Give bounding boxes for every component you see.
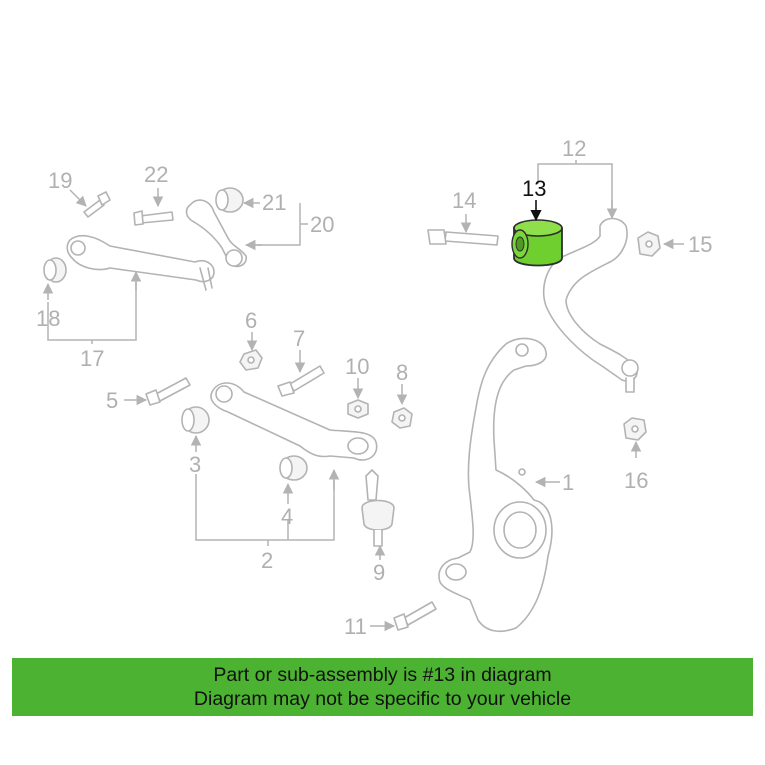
callout-5: 5 — [106, 388, 118, 413]
upper-arm-20 — [185, 199, 248, 268]
bushing-21 — [215, 187, 244, 213]
callout-17: 17 — [80, 346, 104, 371]
bolt-5 — [145, 377, 191, 406]
callout-9: 9 — [373, 560, 385, 585]
bushing-4 — [279, 455, 308, 481]
banner-line-2: Diagram may not be specific to your vehi… — [193, 688, 572, 710]
banner-line-1: Part or sub-assembly is #13 in diagram — [213, 664, 552, 686]
callout-8: 8 — [396, 360, 408, 385]
bushing-3 — [181, 406, 210, 434]
callout-12: 12 — [562, 136, 586, 161]
nut-6 — [239, 349, 263, 371]
callout-13[interactable]: 13 — [522, 176, 546, 201]
upper-control-arm-17 — [66, 234, 215, 291]
control-arm-12 — [542, 217, 639, 393]
nut-10 — [347, 399, 369, 419]
nut-16 — [623, 417, 647, 441]
callout-21: 21 — [262, 190, 286, 215]
leader-lines — [42, 160, 684, 632]
bushing-18 — [43, 257, 67, 283]
callout-6: 6 — [245, 308, 257, 333]
callout-10: 10 — [345, 354, 369, 379]
callout-numbers: 19 22 21 20 18 17 6 7 10 8 5 3 4 2 9 11 … — [36, 136, 712, 639]
ball-joint-9 — [361, 469, 395, 547]
steering-knuckle-1 — [438, 337, 553, 633]
callout-15: 15 — [688, 232, 712, 257]
callout-18: 18 — [36, 306, 60, 331]
nut-15 — [637, 231, 661, 257]
bolt-22 — [133, 210, 174, 226]
nut-8 — [391, 407, 413, 429]
callout-3: 3 — [189, 452, 201, 477]
callout-22: 22 — [144, 162, 168, 187]
lower-control-arm-2 — [210, 382, 378, 461]
callout-16: 16 — [624, 468, 648, 493]
callout-11: 11 — [344, 614, 367, 639]
bolt-14 — [427, 229, 499, 246]
callout-4: 4 — [281, 504, 293, 529]
callout-14: 14 — [452, 188, 476, 213]
bolt-7 — [277, 365, 325, 397]
callout-2: 2 — [261, 548, 273, 573]
bolt-11 — [393, 601, 437, 631]
callout-7: 7 — [293, 326, 305, 351]
callout-1: 1 — [562, 470, 574, 495]
bolt-19 — [83, 191, 111, 218]
bushing-13-highlighted[interactable] — [511, 219, 563, 267]
callout-19: 19 — [48, 168, 72, 193]
info-banner: Part or sub-assembly is #13 in diagram D… — [12, 658, 753, 716]
callout-20: 20 — [310, 212, 334, 237]
